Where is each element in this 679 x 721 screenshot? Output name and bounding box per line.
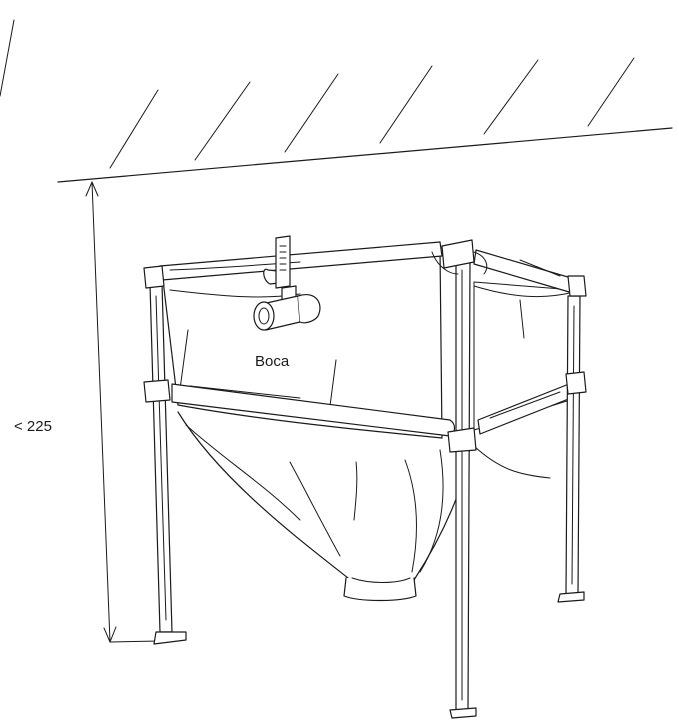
hopper-bag xyxy=(177,411,551,602)
inlet-valve xyxy=(253,235,321,331)
height-dimension xyxy=(85,181,161,643)
inlet-label: Boca xyxy=(255,353,290,370)
frame-legs xyxy=(149,257,585,719)
top-frame xyxy=(159,241,579,295)
corner-brackets xyxy=(143,239,587,453)
ceiling xyxy=(0,19,673,183)
max-height-label: < 225 xyxy=(14,418,52,435)
